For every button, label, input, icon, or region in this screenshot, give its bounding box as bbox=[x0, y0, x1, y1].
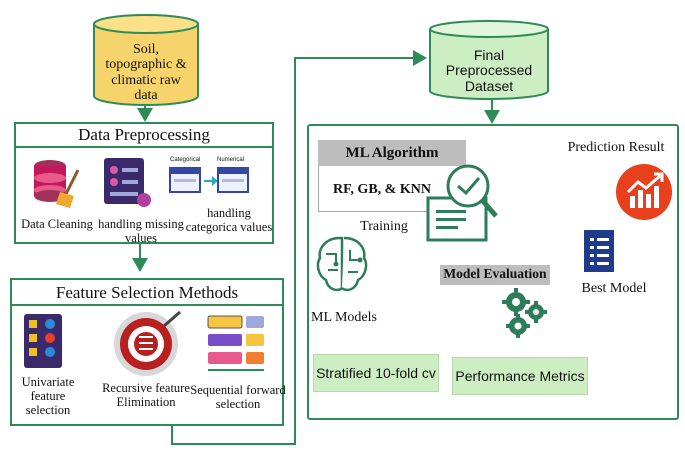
ml-algorithm-list: RF, GB, & KNN bbox=[333, 182, 431, 197]
final-dataset-label: Final Preprocessed Dataset bbox=[445, 47, 533, 94]
magnifier-document-icon bbox=[426, 164, 498, 242]
numerical-mini-label: Numerical bbox=[217, 157, 245, 163]
univariate-icon bbox=[24, 314, 62, 368]
model-eval-header bbox=[440, 265, 550, 285]
best-model-icon bbox=[584, 230, 614, 272]
data-cleaning-icon bbox=[34, 160, 80, 208]
training-label: Training bbox=[360, 219, 408, 234]
ml-models-label: ML Models bbox=[311, 310, 377, 325]
missing-values-label: handling missing values bbox=[98, 217, 184, 245]
performance-metrics-box: Performance Metrics bbox=[452, 357, 588, 395]
data-cleaning-label: Data Cleaning bbox=[21, 217, 93, 231]
preprocessing-header bbox=[14, 122, 274, 148]
stratified-cv-box: Stratified 10-fold cv bbox=[313, 354, 439, 392]
ml-algorithm-title: ML Algorithm bbox=[345, 145, 439, 161]
feature-selection-header bbox=[10, 278, 284, 306]
raw-data-cylinder: Soil, topographic & climatic raw data bbox=[92, 14, 200, 106]
categorical-values-icon bbox=[169, 167, 249, 193]
univariate-label: Univariate feature selection bbox=[21, 375, 75, 417]
sequential-forward-icon bbox=[207, 315, 264, 371]
categorical-values-label: handling categorica values bbox=[185, 206, 273, 234]
recursive-elimination-icon bbox=[114, 310, 181, 376]
trend-chart-icon bbox=[616, 164, 672, 220]
best-model-label: Best Model bbox=[581, 281, 647, 296]
recursive-elimination-label: Recursive feature Elimination bbox=[102, 381, 190, 409]
missing-values-icon bbox=[104, 158, 151, 207]
feature-selection-title: Feature Selection Methods bbox=[55, 283, 239, 302]
prediction-result-label: Prediction Result bbox=[567, 140, 665, 155]
sequential-forward-label: Sequential forward selection bbox=[190, 383, 286, 411]
performance-metrics-label: Performance Metrics bbox=[455, 368, 585, 384]
gears-icon bbox=[502, 288, 547, 338]
preprocessing-title: Data Preprocessing bbox=[78, 125, 210, 144]
stratified-cv-label: Stratified 10-fold cv bbox=[316, 365, 436, 381]
ml-algorithm-header bbox=[318, 140, 466, 166]
raw-data-label: Soil, topographic & climatic raw data bbox=[105, 42, 187, 104]
brain-icon bbox=[316, 236, 368, 292]
final-dataset-cylinder: Final Preprocessed Dataset bbox=[428, 20, 550, 100]
categorical-mini-label: Categorical bbox=[170, 157, 201, 163]
model-eval-title: Model Evaluation bbox=[443, 266, 547, 281]
